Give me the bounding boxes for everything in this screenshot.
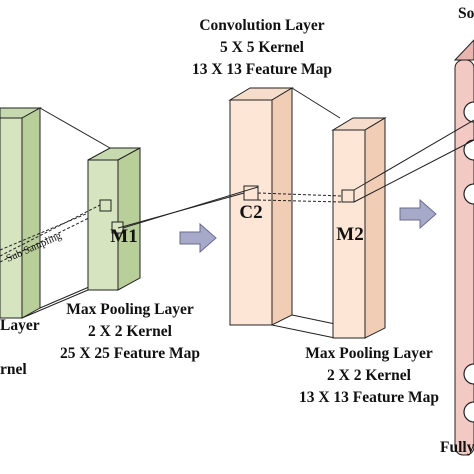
m1-kernel-square-top [99, 199, 112, 212]
pool2-title: Max Pooling Layer [305, 345, 433, 362]
m1-block [87, 147, 141, 291]
m1-label: M1 [110, 226, 137, 247]
m2-block [331, 117, 387, 339]
kernel-projection-lines [0, 119, 474, 257]
m2-label: M2 [336, 224, 363, 245]
left-green-block [0, 107, 42, 319]
left-cut-layer-text: Layer [0, 317, 40, 334]
right-top-cut-text: So [458, 5, 474, 22]
pool1-kernel-label: 2 X 2 Kernel [88, 323, 173, 340]
pool1-feature-map-label: 25 X 25 Feature Map [60, 345, 200, 362]
conv-kernel-label: 5 X 5 Kernel [220, 39, 305, 56]
arrow-right-icon [399, 198, 437, 230]
c2-to-m2-connectors [271, 87, 341, 339]
m2-kernel-square [341, 189, 355, 203]
pool2-feature-map-label: 13 X 13 Feature Map [299, 389, 439, 406]
conv-layer-title: Convolution Layer [199, 17, 324, 34]
pool2-kernel-label: 2 X 2 Kernel [327, 367, 412, 384]
right-bottom-cut-text: Fully [440, 439, 474, 456]
conv-feature-map-label: 13 X 13 Feature Map [192, 61, 332, 78]
c2-label: C2 [239, 202, 262, 223]
left-cut-kernel-text: rnel [0, 361, 27, 378]
fully-connected-layer [453, 39, 474, 456]
arrow-right-icon [179, 222, 217, 254]
pool1-title: Max Pooling Layer [66, 301, 194, 318]
